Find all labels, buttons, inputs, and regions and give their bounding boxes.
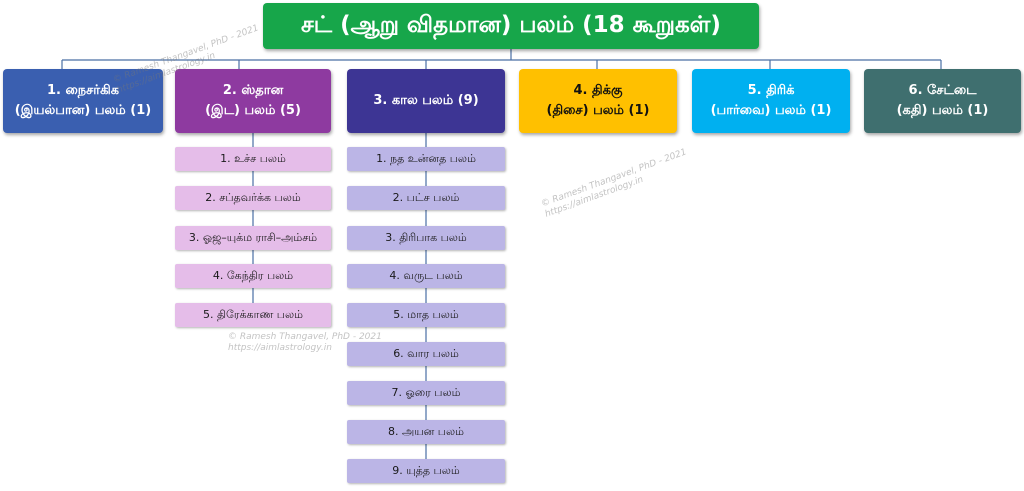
category-label-line1: 4. திக்கு	[573, 82, 623, 98]
sthana-item: 1. உச்ச பலம்	[175, 147, 331, 171]
category-label-line2: (பார்வை) பலம் (1)	[710, 103, 832, 118]
category-label-line1: 5. திரிக்	[747, 82, 795, 98]
category-label-line1: 3. கால பலம் (9)	[373, 92, 479, 108]
kaala-item: 8. அயன பலம்	[347, 420, 505, 444]
kaala-item: 6. வார பலம்	[347, 342, 505, 366]
category-kaala: 3. கால பலம் (9)	[347, 69, 505, 133]
kaala-item: 5. மாத பலம்	[347, 303, 505, 327]
category-label-line2: (இட) பலம் (5)	[205, 103, 301, 118]
watermark-line2: https://aimlastrology.in	[228, 343, 332, 354]
kaala-item: 3. திரிபாக பலம்	[347, 226, 505, 250]
diagram-title: சட் (ஆறு விதமான) பலம் (18 கூறுகள்)	[263, 3, 759, 49]
category-label-line2: (கதி) பலம் (1)	[896, 103, 989, 118]
category-label-line2: (திசை) பலம் (1)	[546, 103, 650, 118]
watermark: © Ramesh Thangavel, PhD - 2021 https://a…	[228, 332, 382, 355]
sthana-item: 4. கேந்திர பலம்	[175, 264, 331, 288]
category-dik: 4. திக்கு (திசை) பலம் (1)	[519, 69, 677, 133]
category-sthana: 2. ஸ்தான (இட) பலம் (5)	[175, 69, 331, 133]
kaala-item: 4. வருட பலம்	[347, 264, 505, 288]
kaala-item: 7. ஓரை பலம்	[347, 381, 505, 405]
category-cheshta: 6. சேட்டை (கதி) பலம் (1)	[864, 69, 1021, 133]
category-label-line1: 6. சேட்டை	[908, 82, 977, 98]
category-label-line1: 2. ஸ்தான	[222, 82, 284, 98]
watermark-line1: © Ramesh Thangavel, PhD - 2021	[228, 332, 382, 342]
category-drik: 5. திரிக் (பார்வை) பலம் (1)	[692, 69, 850, 133]
kaala-item: 2. பட்ச பலம்	[347, 186, 505, 210]
category-label-line2: (இயல்பான) பலம் (1)	[14, 103, 152, 118]
kaala-item: 9. யுத்த பலம்	[347, 459, 505, 483]
sthana-item: 2. சப்தவர்க்க பலம்	[175, 186, 331, 210]
sthana-item: 5. திரேக்காண பலம்	[175, 303, 331, 327]
kaala-item: 1. நத உன்னத பலம்	[347, 147, 505, 171]
sthana-item: 3. ஓஜ–யுக்ம ராசி–அம்சம்	[175, 226, 331, 250]
category-naisargika: 1. நைசர்கிக (இயல்பான) பலம் (1)	[3, 69, 163, 133]
category-label-line1: 1. நைசர்கிக	[46, 82, 120, 98]
